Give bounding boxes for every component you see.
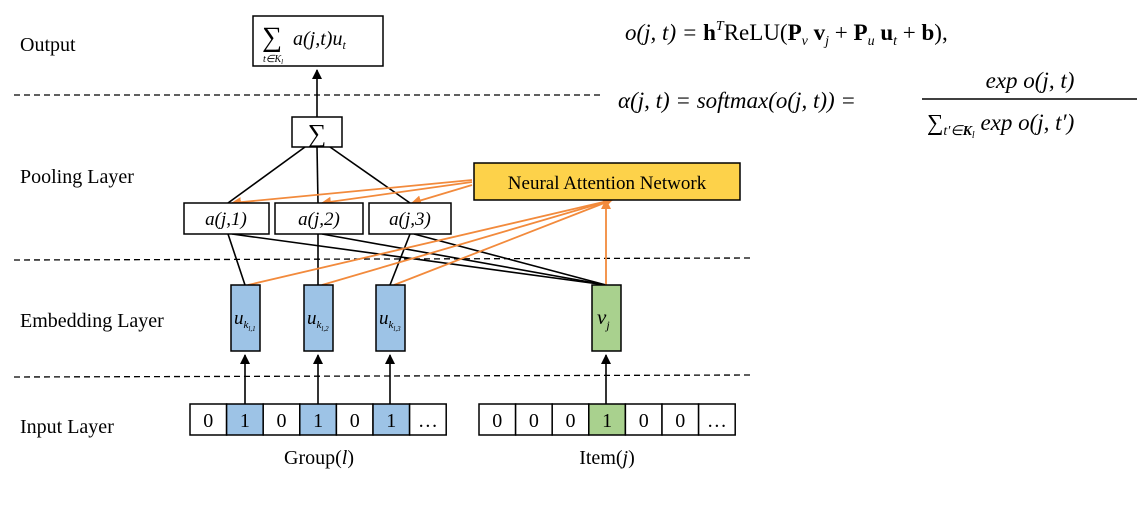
user-embedding-3: ukl,3 (375, 284, 406, 352)
group-vector-cell (408, 403, 447, 436)
input-layer-label: Input Layer (20, 416, 114, 438)
item-embedding: vj (591, 284, 622, 352)
user-embedding-1-label: ukl,1 (234, 308, 256, 333)
edge-attn-to-score2 (321, 181, 473, 207)
pooling-sum-symbol: ∑ (308, 119, 327, 148)
group-vector-cell (299, 403, 338, 436)
item-vector-cell-value: 0 (529, 410, 539, 432)
group-input-vector: 0 1 0 1 0 1 … (189, 403, 447, 436)
edge-u3-to-attn (393, 198, 613, 286)
group-vector-label: Group(l) (284, 447, 354, 469)
item-vector-cell-value: 0 (639, 410, 649, 432)
attention-network-box: Neural Attention Network (473, 162, 741, 201)
group-vector-cell-value: 0 (350, 410, 360, 432)
group-vector-cell-value: 0 (277, 410, 287, 432)
user-embedding-2: ukl,2 (303, 284, 334, 352)
equation-softmax-numerator: exp o(j, t) (986, 68, 1075, 93)
output-sum-box: ∑ t∈Kl a(j,t)ut (252, 15, 384, 67)
group-vector-cell-value: 0 (203, 410, 213, 432)
attention-score-1-label: a(j,1) (205, 209, 247, 230)
equation-softmax-lhs: α(j, t) = softmax(o(j, t)) = (618, 88, 856, 113)
edge-u2-to-attn (321, 197, 613, 286)
item-vector-cell-value: … (707, 410, 727, 432)
user-embedding-2-label: ukl,2 (307, 308, 329, 333)
pooling-layer-label: Pooling Layer (20, 166, 134, 188)
edge-score1-to-sum (227, 146, 306, 204)
attention-score-3: a(j,3) (368, 202, 452, 235)
edge-score2-to-sum (316, 146, 319, 204)
item-vector-cell (697, 403, 736, 436)
item-vector-cell (588, 403, 627, 436)
separator-pooling (13, 257, 751, 261)
item-vector-cell (551, 403, 590, 436)
item-vector-cell (624, 403, 663, 436)
item-vector-cell-value: 0 (675, 410, 685, 432)
attention-score-2-label: a(j,2) (298, 209, 340, 230)
edge-v-to-score1 (231, 233, 607, 286)
group-vector-cell (189, 403, 228, 436)
embedding-layer-label: Embedding Layer (20, 310, 164, 332)
edge-attn-to-score3 (411, 184, 473, 206)
user-embedding-3-label: ukl,3 (379, 308, 401, 333)
user-embedding-1: ukl,1 (230, 284, 261, 352)
attention-network-label: Neural Attention Network (508, 173, 707, 194)
output-sum-symbol: ∑ (262, 22, 282, 53)
pooling-sum-box: ∑ (291, 116, 343, 148)
output-sum-expression: a(j,t)ut (293, 28, 346, 52)
group-vector-cell (262, 403, 301, 436)
item-vector-cell-value: 0 (492, 410, 502, 432)
item-input-vector: 0 0 0 1 0 0 … (478, 403, 736, 436)
item-vector-cell-value: 1 (602, 410, 612, 432)
edge-u1-to-score1 (227, 233, 246, 286)
group-vector-cell-value: 1 (240, 410, 250, 432)
attention-score-3-label: a(j,3) (389, 209, 431, 230)
group-vector-cell-value: … (418, 410, 438, 432)
output-sum-subscript: t∈Kl (263, 54, 283, 66)
attention-score-1: a(j,1) (183, 202, 270, 235)
edge-u3-to-score3 (389, 233, 411, 286)
output-layer-label: Output (20, 34, 76, 56)
edge-v-to-score3 (413, 233, 607, 286)
attention-score-2: a(j,2) (274, 202, 364, 235)
item-embedding-label: vj (597, 305, 610, 332)
equation-attention-score: o(j, t) = hTReLU(Pv vj + Pu ut + b), (625, 19, 948, 49)
edge-score3-to-sum (329, 146, 411, 204)
item-vector-label: Item(j) (579, 447, 635, 469)
equation-softmax-denominator: ∑t′∈Kl exp o(j, t′) (927, 110, 1074, 141)
item-vector-cell-value: 0 (566, 410, 576, 432)
item-vector-cell (514, 403, 553, 436)
edge-v-to-score2 (321, 233, 607, 286)
item-vector-cell (661, 403, 700, 436)
group-vector-cell-value: 1 (313, 410, 323, 432)
edge-attn-to-score1 (231, 179, 473, 208)
edge-u1-to-attn (247, 197, 613, 286)
group-vector-cell (372, 403, 411, 436)
item-vector-cell (478, 403, 517, 436)
group-vector-cell-value: 1 (386, 410, 396, 432)
separator-embedding (13, 374, 751, 378)
